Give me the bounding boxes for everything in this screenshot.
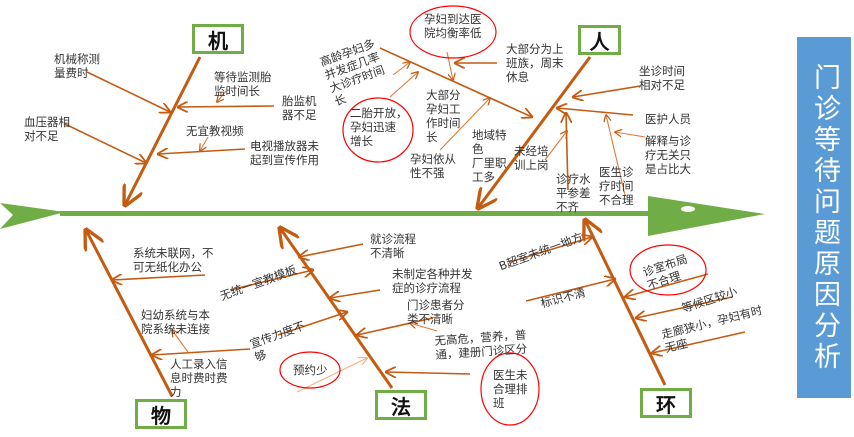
cause-label: 未制定各种并发 症的诊疗流程 xyxy=(392,267,473,295)
cause-label: 坐诊时间 相对不足 xyxy=(639,64,685,92)
cause-label: 人工录入信 息时费时费 力 xyxy=(170,357,228,399)
category-people: 人 xyxy=(578,25,621,55)
cause-label: 解释与诊 疗无关只 是占比大 xyxy=(645,134,691,176)
cause-label: 孕妇到达医 院均衡率低 xyxy=(424,12,482,40)
cause-label: 大部分为上 班族，周末 休息 xyxy=(506,42,564,84)
cause-label: 机械称测 量费时 xyxy=(54,52,100,80)
cause-label: 血压器相 对不足 xyxy=(24,115,70,143)
cause-label: 未经培 训上岗 xyxy=(514,144,549,172)
cause-label: 地域特 色 厂里职 工多 xyxy=(472,128,507,184)
minor-bones xyxy=(172,51,646,393)
cause-label: 妇幼系统与本 院系统未连接 xyxy=(141,308,210,336)
cause-label: 医生未 合理排 班 xyxy=(493,368,528,410)
diagram-title: 门诊等待问题原因分析 xyxy=(797,37,851,398)
cause-label: 医生诊 疗时间 不合理 xyxy=(599,165,634,207)
cause-label: 就诊流程 不清晰 xyxy=(370,232,416,260)
cause-label: 医护人员 xyxy=(645,112,691,126)
cause-label: 等待监测胎 监时间长 xyxy=(214,70,272,98)
cause-label: 胎监机 器不足 xyxy=(282,94,317,122)
cause-label: 大部分 孕妇工 作时间 长 xyxy=(426,88,461,144)
cause-label: 预约少 xyxy=(293,363,328,377)
category-material: 物 xyxy=(135,399,187,429)
fish-eye xyxy=(681,206,695,212)
category-environment: 环 xyxy=(640,388,692,418)
highlight-circles xyxy=(279,5,707,426)
cause-label: 二胎开放， 孕妇迅速 增长 xyxy=(350,106,408,148)
cause-label: 诊疗水 平参差 不齐 xyxy=(556,172,591,214)
cause-label: 电视播放器未 起到宣传作用 xyxy=(250,139,319,167)
cause-label: 无宜教视频 xyxy=(186,124,244,138)
cause-label: 孕妇依从 性不强 xyxy=(410,152,456,180)
category-method: 法 xyxy=(375,390,427,420)
sub-bones xyxy=(64,47,746,374)
spine xyxy=(0,196,765,236)
category-machine: 机 xyxy=(192,24,244,54)
cause-label: 系统未联网，不 可无纸化办公 xyxy=(133,246,214,274)
cause-label: 门诊患者分 类不清晰 xyxy=(407,298,465,326)
